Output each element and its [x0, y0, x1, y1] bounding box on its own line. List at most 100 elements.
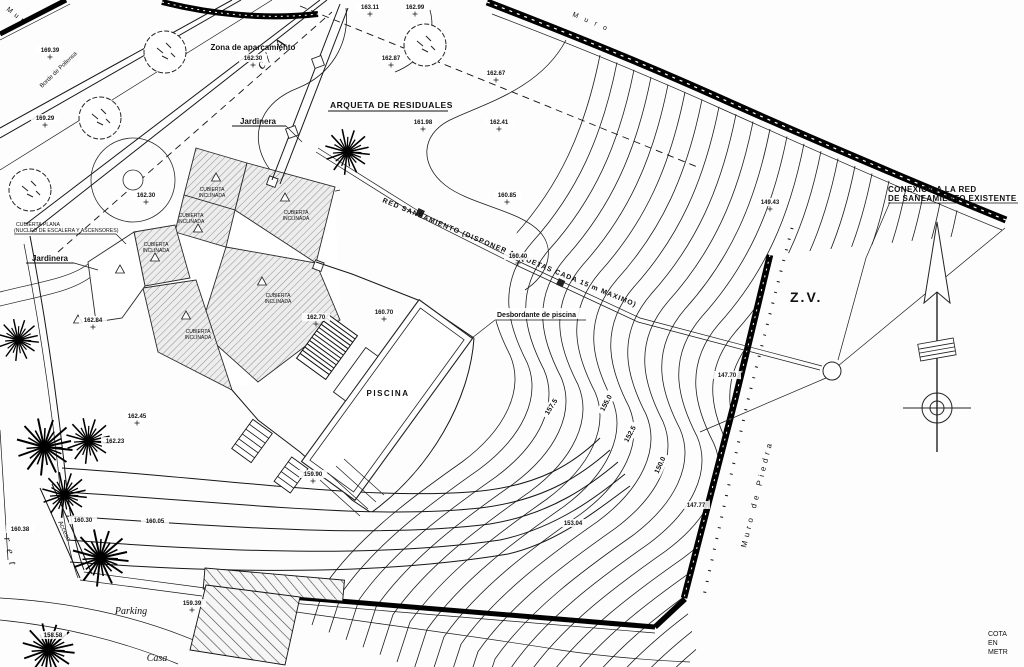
svg-text:CONEXION A LA RED: CONEXION A LA RED [888, 185, 977, 194]
svg-text:169.39: 169.39 [41, 48, 60, 54]
chimney [265, 175, 279, 188]
left-street-label: ret [1, 536, 20, 574]
svg-text:162.70: 162.70 [307, 315, 326, 321]
spot-elevation: 159.39 [178, 599, 206, 613]
tree-icon [78, 96, 122, 140]
spot-elevation: 162.67 [482, 69, 510, 83]
spot-elevation: 160.38 [6, 525, 34, 533]
svg-text:158.58: 158.58 [44, 633, 63, 639]
pool-steps [332, 346, 379, 402]
stone-wall-label: Muro de Piedra [739, 439, 775, 549]
svg-text:163.11: 163.11 [361, 5, 380, 11]
svg-text:147.70: 147.70 [718, 373, 737, 379]
sloped-roof-label: CUBIERTA INCLINADA [143, 242, 170, 254]
svg-text:162.67: 162.67 [487, 71, 506, 77]
svg-text:EN: EN [988, 640, 998, 647]
svg-text:160.05: 160.05 [146, 519, 165, 525]
north-arrow-icon [903, 221, 971, 452]
chimney [311, 259, 325, 272]
sloped-roof-label: CUBIERTA INCLINADA [283, 210, 310, 222]
arqueta-label: ARQUETA DE RESIDUALES [328, 100, 452, 112]
svg-text:DE SANEAMIENTO EXISTENTE: DE SANEAMIENTO EXISTENTE [888, 194, 1017, 203]
svg-text:162.99: 162.99 [406, 5, 425, 11]
svg-text:INCLINADA: INCLINADA [265, 299, 292, 305]
planter-top-label: Jardinera [232, 117, 303, 143]
flat-roof-annex [87, 231, 146, 323]
terrace-contours [0, 437, 691, 665]
spot-elevation: 160.85 [493, 191, 521, 205]
top-retaining-wall [161, 0, 319, 20]
svg-text:169.29: 169.29 [36, 116, 55, 122]
sloped-roof-label: CUBIERTA INCLINADA [199, 187, 226, 199]
svg-text:CUBIERTA: CUBIERTA [186, 329, 211, 335]
sewer-line [315, 147, 891, 381]
svg-text:160.40: 160.40 [509, 254, 528, 260]
svg-text:(NUCLEO DE ESCALERA Y ASCENSOR: (NUCLEO DE ESCALERA Y ASCENSORES) [14, 228, 119, 234]
spot-elevation: 169.39 [36, 46, 64, 60]
sloped-roof-label: CUBIERTA INCLINADA [185, 329, 212, 341]
spot-elevation: 162.84 [79, 316, 107, 330]
pool-label: PISCINA [367, 389, 410, 398]
spot-elevation: 162.99 [401, 3, 429, 17]
svg-text:161.98: 161.98 [414, 120, 433, 126]
spot-elevation: 162.70 [302, 313, 330, 327]
spot-elevation: 147.77 [682, 501, 710, 509]
stair [231, 418, 273, 464]
svg-text:CUBIERTA: CUBIERTA [144, 242, 169, 248]
parking-zone-label: Zona de aparcamiento [211, 43, 296, 52]
svg-text:CUBIERTA: CUBIERTA [200, 187, 225, 193]
neighbor-house-outline [189, 584, 301, 666]
tree-icon [143, 30, 187, 74]
spot-elevation: 160.70 [370, 308, 398, 322]
svg-text:CUBIERTA PLANA: CUBIERTA PLANA [16, 222, 60, 228]
tree-icon [403, 23, 447, 67]
svg-text:162.87: 162.87 [382, 56, 401, 62]
svg-text:INCLINADA: INCLINADA [283, 216, 310, 222]
spot-elevation: 160.05 [141, 517, 169, 525]
house-label: Casa [147, 653, 168, 664]
east-stone-wall [680, 227, 1006, 601]
svg-text:160.85: 160.85 [498, 193, 517, 199]
svg-text:INCLINADA: INCLINADA [199, 193, 226, 199]
spot-elevation: 158.58 [39, 631, 67, 639]
units-note: COTA EN METR [988, 631, 1008, 656]
contour-label: 152.5 [620, 421, 641, 448]
parking-label: Parking [114, 606, 147, 617]
spot-elevation: 159.90 [299, 470, 327, 484]
svg-text:147.77: 147.77 [687, 503, 706, 509]
svg-text:INCLINADA: INCLINADA [178, 219, 205, 225]
round-terrace [90, 137, 176, 223]
street-edge-label: Borde de Pollensa [39, 51, 79, 90]
svg-text:160.38: 160.38 [11, 527, 30, 533]
top-right-wall [485, 0, 1008, 231]
spot-elevation: 162.23 [101, 437, 129, 445]
spot-elevation: 162.87 [377, 54, 405, 68]
svg-text:162.30: 162.30 [137, 193, 156, 199]
spot-elevation: 161.98 [409, 118, 437, 132]
svg-text:Jardinera: Jardinera [32, 254, 69, 263]
top-left-wall [0, 0, 71, 41]
flat-roof-label: CUBIERTA PLANA (NUCLEO DE ESCALERA Y ASC… [14, 222, 127, 245]
pool-overflow-label: Desbordante de piscina [471, 308, 586, 339]
arqueta-box [556, 278, 566, 288]
svg-text:149.43: 149.43 [761, 200, 780, 206]
svg-text:160.70: 160.70 [375, 310, 394, 316]
spot-elevation: 160.40 [504, 252, 532, 266]
svg-text:159.90: 159.90 [304, 472, 323, 478]
wall-label-topright: Muro [571, 11, 614, 35]
building [73, 137, 341, 391]
spot-elevation: 149.43 [756, 198, 784, 212]
svg-text:162.45: 162.45 [128, 414, 147, 420]
svg-text:159.39: 159.39 [183, 601, 202, 607]
svg-text:METR: METR [988, 649, 1008, 656]
palm-tree-icon [0, 318, 40, 362]
south-wall [189, 567, 687, 666]
spot-elevation: 160.30 [69, 516, 97, 524]
tree-icon [8, 168, 52, 212]
planter-strip [271, 3, 349, 185]
sloped-roof-label: CUBIERTA INCLINADA [178, 213, 205, 225]
green-zone-label: Z.V. [790, 289, 822, 305]
svg-text:160.30: 160.30 [74, 518, 93, 524]
